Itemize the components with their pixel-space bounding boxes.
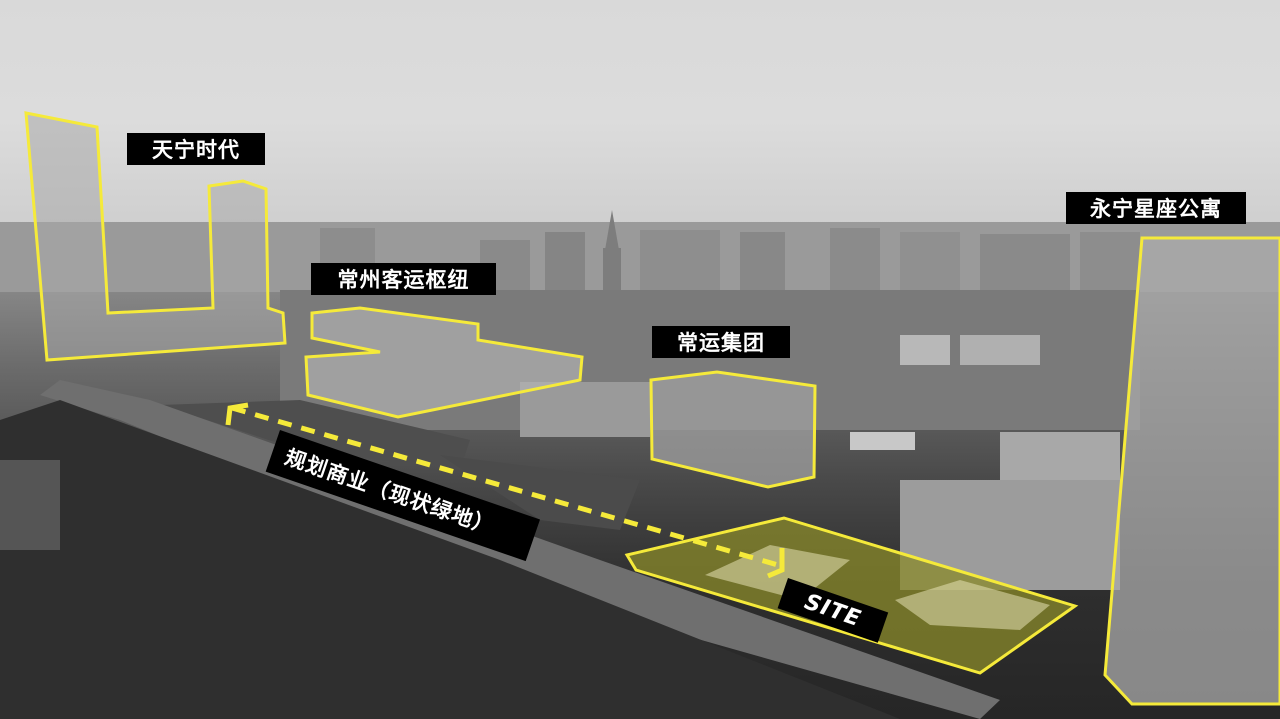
- connection-arrow: [225, 402, 785, 579]
- label-tianning-times: 天宁时代: [127, 133, 265, 165]
- tianning-times-outline: [24, 111, 287, 362]
- label-passenger-hub: 常州客运枢纽: [311, 263, 496, 295]
- yongning-apartment-outline: [1103, 236, 1280, 706]
- changyun-group-outline: [649, 370, 817, 489]
- passenger-hub-outline: [304, 306, 584, 419]
- site-outline: [624, 516, 1079, 675]
- foreground-trees: [0, 400, 900, 719]
- left-building: [0, 460, 60, 550]
- label-yongning-apartment: 永宁星座公寓: [1066, 192, 1246, 224]
- label-changyun-group: 常运集团: [652, 326, 790, 358]
